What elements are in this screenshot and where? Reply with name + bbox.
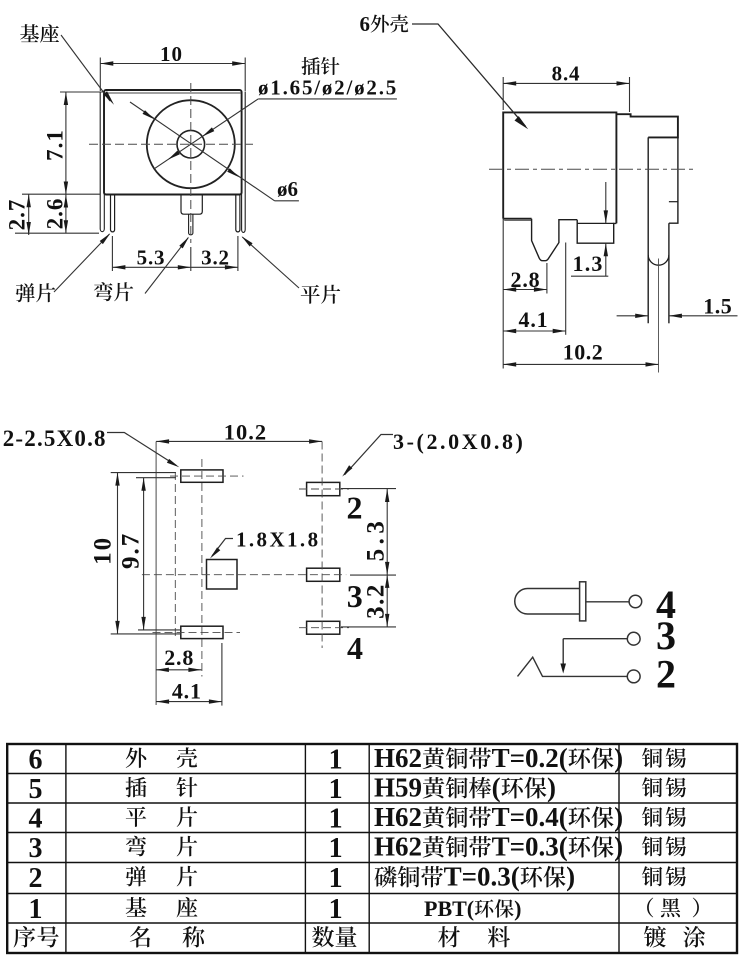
svg-text:1: 1 [329, 833, 343, 864]
svg-text:5.3: 5.3 [363, 517, 390, 562]
svg-text:PBT(: PBT( [424, 896, 474, 921]
svg-text:4: 4 [656, 582, 676, 627]
svg-text:10.2: 10.2 [224, 420, 267, 445]
svg-text:1: 1 [29, 894, 43, 925]
svg-text:4.1: 4.1 [172, 679, 202, 704]
svg-text:H62: H62 [374, 743, 422, 773]
svg-text:10: 10 [90, 536, 117, 565]
svg-text:H62: H62 [374, 802, 422, 832]
svg-text:(: ( [492, 773, 501, 803]
svg-text:2: 2 [29, 863, 43, 894]
svg-text:1.3: 1.3 [573, 251, 604, 276]
svg-text:): ) [614, 802, 623, 832]
svg-text:4: 4 [347, 630, 363, 666]
svg-text:1: 1 [329, 863, 343, 894]
svg-text:2.8: 2.8 [164, 645, 194, 670]
svg-text:10.2: 10.2 [563, 340, 604, 365]
svg-text:1: 1 [329, 803, 343, 834]
svg-text:1.8X1.8: 1.8X1.8 [236, 528, 320, 552]
svg-text:7.1: 7.1 [43, 129, 68, 161]
svg-text:3: 3 [656, 613, 676, 658]
svg-text:): ) [614, 832, 623, 862]
svg-text:5.3: 5.3 [137, 246, 166, 270]
svg-text:2.7: 2.7 [4, 199, 29, 231]
svg-text:1: 1 [329, 744, 343, 775]
svg-text:8.4: 8.4 [552, 62, 581, 86]
svg-text:ø6: ø6 [277, 177, 298, 201]
svg-text:1: 1 [329, 774, 343, 805]
svg-text:3-(2.0X0.8): 3-(2.0X0.8) [393, 429, 525, 454]
svg-text:H59: H59 [374, 773, 422, 803]
svg-text:3.2: 3.2 [201, 246, 230, 270]
svg-text:9.7: 9.7 [118, 532, 145, 569]
svg-text:3: 3 [29, 833, 43, 864]
svg-text:): ) [566, 862, 575, 892]
svg-text:6: 6 [29, 744, 43, 775]
svg-text:1.5: 1.5 [703, 294, 732, 319]
svg-text:): ) [614, 743, 623, 773]
svg-text:2: 2 [656, 652, 676, 697]
svg-text:5: 5 [29, 774, 43, 805]
svg-text:T=0.4(: T=0.4( [492, 802, 568, 832]
svg-text:3.2: 3.2 [363, 583, 390, 619]
svg-text:1: 1 [329, 894, 343, 925]
svg-text:6: 6 [360, 12, 371, 36]
svg-text:10: 10 [160, 42, 183, 66]
svg-text:2.8: 2.8 [511, 267, 541, 292]
svg-text:4: 4 [29, 803, 43, 834]
svg-text:ø1.65/ø2/ø2.5: ø1.65/ø2/ø2.5 [258, 76, 398, 100]
svg-text:): ) [547, 773, 556, 803]
svg-text:T=0.3(: T=0.3( [444, 862, 520, 892]
svg-text:2: 2 [347, 489, 363, 525]
svg-text:T=0.3(: T=0.3( [492, 832, 568, 862]
svg-text:T=0.2(: T=0.2( [492, 743, 568, 773]
svg-text:H62: H62 [374, 832, 422, 862]
svg-text:2.6: 2.6 [43, 198, 68, 230]
svg-text:): ) [514, 896, 521, 921]
svg-text:4.1: 4.1 [519, 307, 549, 332]
svg-text:3: 3 [347, 578, 363, 614]
svg-text:2-2.5X0.8: 2-2.5X0.8 [3, 426, 107, 451]
